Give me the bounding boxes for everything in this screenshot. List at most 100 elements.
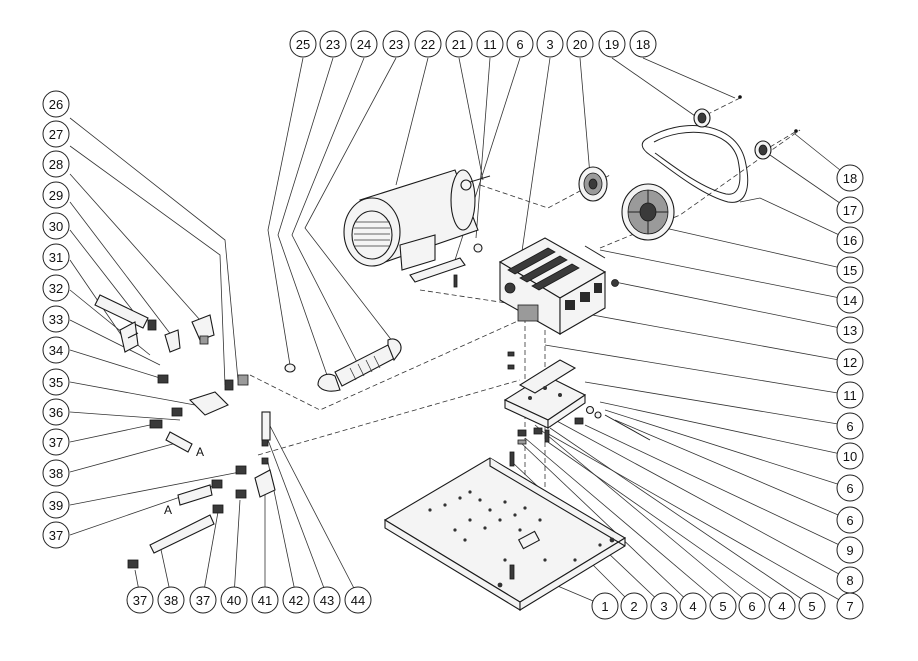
washer-43 bbox=[261, 439, 269, 447]
leader-6-r1 bbox=[584, 381, 851, 427]
inlet-hose-group bbox=[284, 338, 402, 392]
part-balloon-4: 4 bbox=[768, 592, 796, 620]
balloon-number: 40 bbox=[227, 593, 241, 608]
part-balloon-1: 1 bbox=[591, 592, 619, 620]
connector-letter-a-lower: A bbox=[164, 503, 172, 517]
balloon-number: 44 bbox=[351, 593, 365, 608]
o-ring-25 bbox=[284, 363, 296, 373]
part-balloon-44: 44 bbox=[344, 586, 372, 614]
bushing-19 bbox=[693, 108, 711, 128]
part-balloon-24: 24 bbox=[350, 30, 378, 58]
part-balloon-14: 14 bbox=[836, 286, 864, 314]
bushing-17 bbox=[754, 140, 772, 160]
part-balloon-30: 30 bbox=[42, 212, 70, 240]
part-balloon-15: 15 bbox=[836, 256, 864, 284]
balloon-number: 38 bbox=[164, 593, 178, 608]
tube-a-lower bbox=[177, 484, 213, 506]
pump-assembly bbox=[498, 237, 619, 335]
part-balloon-37: 37 bbox=[126, 586, 154, 614]
base-plate-holes bbox=[428, 490, 615, 588]
discharge-fittings: A bbox=[94, 294, 249, 459]
balloon-circle bbox=[738, 592, 766, 620]
balloon-number: 7 bbox=[846, 599, 853, 614]
base-plate bbox=[383, 457, 627, 611]
leader-lines bbox=[69, 57, 851, 607]
motor-pulley bbox=[578, 166, 608, 202]
leader-37a bbox=[69, 424, 151, 443]
balloon-number: 16 bbox=[843, 233, 857, 248]
balloon-circle bbox=[836, 286, 864, 314]
balloon-circle bbox=[42, 305, 70, 333]
part-balloon-31: 31 bbox=[42, 243, 70, 271]
balloon-number: 18 bbox=[843, 171, 857, 186]
leader-23b bbox=[304, 57, 397, 343]
leader-23a bbox=[277, 57, 334, 379]
leader-8 bbox=[554, 419, 851, 581]
balloon-circle bbox=[650, 592, 678, 620]
block-41 bbox=[254, 469, 276, 498]
leader-28 bbox=[69, 173, 201, 321]
leader-17 bbox=[769, 154, 851, 211]
balloon-number: 8 bbox=[846, 573, 853, 588]
balloon-circle bbox=[126, 586, 154, 614]
balloon-number: 11 bbox=[843, 388, 857, 403]
balloon-number: 15 bbox=[843, 263, 857, 278]
switch-28 bbox=[191, 314, 215, 341]
leader-37d bbox=[202, 511, 219, 597]
balloon-circle bbox=[445, 30, 473, 58]
lower-fitting-axis bbox=[257, 379, 521, 456]
leader-35 bbox=[69, 381, 196, 406]
motor-foot bbox=[409, 257, 466, 283]
balloon-number: 18 bbox=[636, 37, 650, 52]
balloon-number: 26 bbox=[49, 97, 63, 112]
part-balloon-9: 9 bbox=[836, 536, 864, 564]
balloon-circle bbox=[836, 256, 864, 284]
v-belt bbox=[641, 125, 749, 203]
part-balloon-6: 6 bbox=[836, 506, 864, 534]
part-balloon-3: 3 bbox=[536, 30, 564, 58]
balloon-circle bbox=[598, 30, 626, 58]
leader-5a bbox=[524, 437, 724, 607]
leader-12 bbox=[564, 309, 851, 363]
part-balloon-23: 23 bbox=[382, 30, 410, 58]
part-balloon-11: 11 bbox=[476, 30, 504, 58]
balloon-number: 23 bbox=[326, 37, 340, 52]
balloon-circle bbox=[536, 30, 564, 58]
part-balloon-18: 18 bbox=[836, 164, 864, 192]
leader-21 bbox=[458, 57, 484, 181]
leader-7 bbox=[544, 431, 851, 607]
balloon-number: 37 bbox=[49, 528, 63, 543]
leader-38a bbox=[69, 441, 181, 473]
balloon-circle bbox=[836, 164, 864, 192]
lower-discharge-fittings: A bbox=[127, 411, 276, 569]
balloon-circle bbox=[313, 586, 341, 614]
part-balloon-37: 37 bbox=[189, 586, 217, 614]
balloon-circle bbox=[251, 586, 279, 614]
balloon-circle bbox=[344, 586, 372, 614]
balloon-circle bbox=[42, 181, 70, 209]
leader-20 bbox=[579, 57, 591, 176]
balloon-circle bbox=[836, 348, 864, 376]
balloon-circle bbox=[42, 521, 70, 549]
part-balloon-4: 4 bbox=[679, 592, 707, 620]
balloon-number: 13 bbox=[843, 323, 857, 338]
leader-14 bbox=[599, 249, 851, 301]
leader-11-top bbox=[475, 57, 491, 239]
leader-43 bbox=[267, 439, 328, 597]
part-balloon-22: 22 bbox=[414, 30, 442, 58]
part-balloon-10: 10 bbox=[836, 442, 864, 470]
leader-29 bbox=[69, 201, 176, 341]
washer-42 bbox=[261, 457, 269, 465]
pipe-44 bbox=[261, 411, 271, 441]
leader-24 bbox=[291, 57, 365, 369]
balloon-circle bbox=[414, 30, 442, 58]
balloon-number: 20 bbox=[573, 37, 587, 52]
balloon-circle bbox=[629, 30, 657, 58]
part-balloon-11: 11 bbox=[836, 381, 864, 409]
base-plate-back-flange bbox=[489, 458, 626, 547]
part-balloon-17: 17 bbox=[836, 196, 864, 224]
balloon-number: 6 bbox=[748, 599, 755, 614]
